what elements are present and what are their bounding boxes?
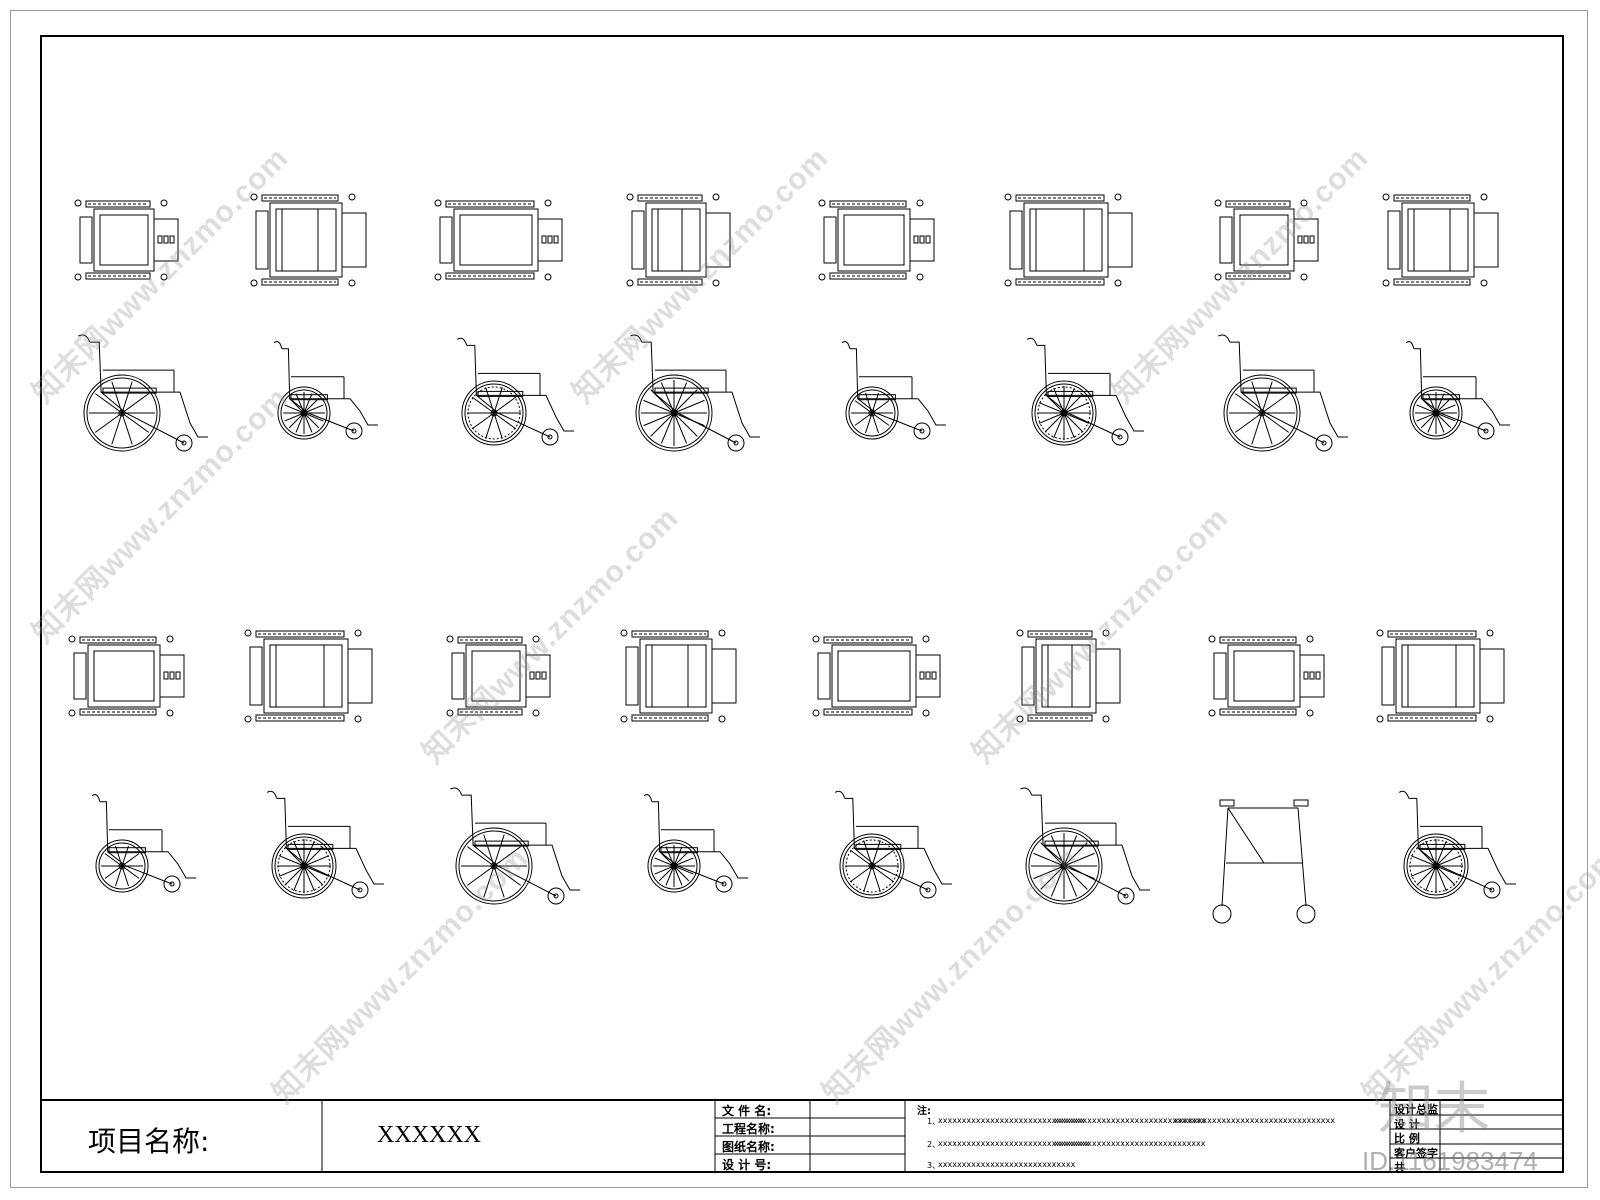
- note-1-text-a: xxxxxxxxxxxxxxxxxxxxxxxxxxxxxxx: [938, 1116, 1085, 1125]
- top-wheelchair-11: [446, 635, 551, 717]
- drawing-frame: [40, 35, 1564, 1173]
- side-wheelchair-4: [630, 334, 760, 452]
- designer-label: 设 计: [1394, 1118, 1420, 1131]
- project-name-value: XXXXXX: [377, 1122, 481, 1148]
- side-wheelchair-3: [456, 337, 574, 446]
- sheet-outer-border: [10, 10, 1588, 1188]
- note-2-text-b: xxxxxxxxxxxxxxxxxxxxxxxxxxxxxxxx: [1054, 1139, 1206, 1148]
- top-wheelchair-13: [812, 635, 941, 717]
- top-wheelchair-6: [1004, 193, 1133, 287]
- side-wheelchair-12: [643, 794, 748, 893]
- top-wheelchair-7: [1214, 199, 1319, 281]
- top-wheelchair-9: [68, 635, 185, 717]
- side-wheelchair-11: [450, 787, 580, 905]
- drawing-name-label: 图纸名称:: [722, 1140, 775, 1154]
- side-wheelchair-7: [1218, 334, 1348, 452]
- design-director-label: 设计总监: [1394, 1103, 1438, 1116]
- note-2-text-a: xxxxxxxxxxxxxxxxxxxxxxxxxxxxxxxx: [938, 1139, 1090, 1148]
- note-1-text-b: xxxxxxxxxxxxxxxxxxxxxxxxxxxxxxxx: [1054, 1116, 1206, 1125]
- side-wheelchair-5: [841, 341, 946, 440]
- top-wheelchair-8: [1382, 193, 1499, 287]
- top-wheelchair-10: [244, 629, 373, 723]
- side-wheelchair-2: [273, 341, 378, 440]
- notes-label: 注:: [917, 1106, 931, 1117]
- note-1-text-c: xxxxxxxxxxxxxxxxxxxxxxxxxxxxxxxxxx: [1174, 1116, 1335, 1125]
- project-title-label: 工程名称:: [722, 1122, 775, 1136]
- watermark-id: ID:1161983474: [1362, 1146, 1538, 1176]
- note-2-prefix: 2、: [927, 1140, 941, 1149]
- total-sheets-label: 共: [1394, 1161, 1405, 1174]
- file-name-label: 文 件 名:: [722, 1104, 772, 1118]
- top-wheelchair-1: [74, 199, 179, 281]
- top-wheelchair-3: [434, 199, 563, 281]
- side-wheelchair-6: [1026, 337, 1144, 446]
- client-signature-label: 客户签字: [1394, 1147, 1438, 1160]
- top-wheelchair-15: [1208, 635, 1325, 717]
- design-number-label: 设 计 号:: [722, 1158, 772, 1172]
- top-wheelchair-14: [1016, 629, 1121, 723]
- side-wheelchair-1: [78, 334, 208, 452]
- note-3-prefix: 3、: [927, 1161, 941, 1170]
- side-wheelchair-16: [1398, 790, 1516, 899]
- watermark-logo: 知末: [1378, 1077, 1490, 1142]
- side-wheelchair-9: [91, 794, 196, 893]
- side-walker: [1212, 799, 1316, 924]
- top-wheelchair-12: [620, 629, 737, 723]
- project-name-label: 项目名称:: [88, 1125, 210, 1158]
- top-wheelchair-5: [818, 199, 935, 281]
- note-3-text-a: xxxxxxxxxxxxxxxxxxxxxxxxxxxxx: [938, 1160, 1076, 1169]
- top-wheelchair-16: [1376, 629, 1505, 723]
- side-wheelchair-14: [1020, 787, 1150, 905]
- side-wheelchair-8: [1405, 341, 1510, 440]
- top-wheelchair-4: [626, 193, 731, 287]
- side-wheelchair-13: [834, 790, 952, 899]
- side-wheelchair-10: [266, 790, 384, 899]
- scale-label: 比 例: [1394, 1132, 1420, 1145]
- top-wheelchair-2: [250, 193, 367, 287]
- note-1-prefix: 1、: [927, 1117, 941, 1126]
